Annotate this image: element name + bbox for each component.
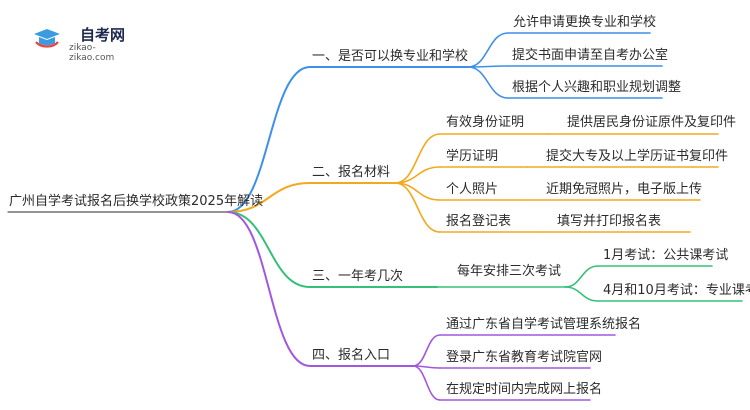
detail-education-proof: 提交大专及以上学历证书复印件 <box>546 149 729 164</box>
detail-registration-form: 填写并打印报名表 <box>557 214 662 229</box>
leaf-allow-change: 允许申请更换专业和学校 <box>513 15 657 30</box>
sub-leaf-april-october-exam: 4月和10月考试：专业课考试 <box>603 283 750 298</box>
leaf-registration-form: 报名登记表 <box>446 214 512 229</box>
branch4-leaf-connector-1 <box>412 334 441 367</box>
branch2-leaf-connector-1 <box>394 133 441 184</box>
branch-connector-1 <box>227 66 311 213</box>
leaf-three-exams: 每年安排三次考试 <box>457 264 562 279</box>
branch2-leaf-connector-4 <box>394 182 441 233</box>
branch-label-change: 一、是否可以换专业和学校 <box>312 49 469 64</box>
branch3-subleaf-connector-2 <box>564 286 599 302</box>
branch-connector-3 <box>227 211 311 288</box>
leaf-adjust-by-interest: 根据个人兴趣和职业规划调整 <box>512 80 682 95</box>
leaf-official-website: 登录广东省教育考试院官网 <box>446 350 603 365</box>
leaf-education-proof: 学历证明 <box>446 149 499 164</box>
leaf-id-proof: 有效身份证明 <box>446 115 525 130</box>
graduation-cap-icon <box>34 29 60 48</box>
branch1-leaf-connector-1 <box>467 32 509 68</box>
branch4-leaf-connector-3 <box>412 365 441 401</box>
detail-photo: 近期免冠照片，电子版上传 <box>546 182 703 197</box>
site-logo[interactable]: 自考网 zikao-zikao.com <box>10 10 140 63</box>
detail-id-proof: 提供居民身份证原件及复印件 <box>567 115 737 130</box>
leaf-photo: 个人照片 <box>446 182 499 197</box>
branch-label-registration-entry: 四、报名入口 <box>312 348 391 363</box>
leaf-submit-application: 提交书面申请至自考办公室 <box>512 48 669 63</box>
leaf-online-registration: 在规定时间内完成网上报名 <box>446 382 603 397</box>
branch-label-materials: 二、报名材料 <box>312 165 391 180</box>
branch-label-exams-per-year: 三、一年考几次 <box>312 269 404 284</box>
sub-leaf-january-exam: 1月考试：公共课考试 <box>603 248 729 263</box>
branch-connector-2 <box>227 182 311 213</box>
root-topic: 广州自学考试报名后换学校政策2025年解读 <box>9 194 264 209</box>
leaf-register-via-system: 通过广东省自学考试管理系统报名 <box>446 317 642 332</box>
branch3-subleaf-connector-1 <box>564 265 599 288</box>
logo-url: zikao-zikao.com <box>69 43 115 63</box>
logo-title: 自考网 <box>80 26 126 44</box>
branch-connector-4 <box>227 211 311 367</box>
branch1-leaf-connector-3 <box>467 66 509 99</box>
